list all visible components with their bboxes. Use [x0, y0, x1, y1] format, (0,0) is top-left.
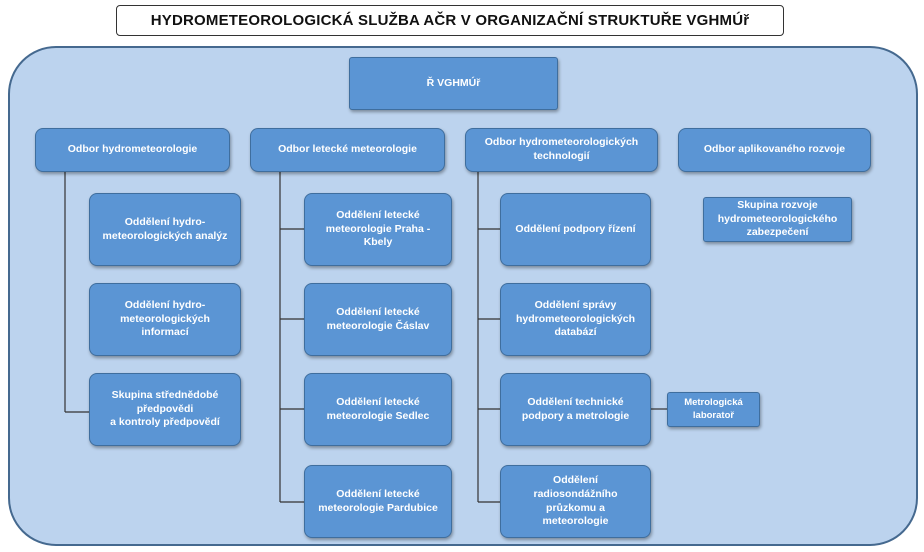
- diagram-title: HYDROMETEOROLOGICKÁ SLUŽBA AČR V ORGANIZ…: [116, 5, 784, 36]
- unit-technical-support-metrology: Oddělení technické podpory a metrologie: [500, 373, 651, 446]
- root-box: Ř VGHMÚř: [349, 57, 558, 110]
- unit-hydromet-databases: Oddělení správy hydrometeorologických da…: [500, 283, 651, 356]
- unit-management-support: Oddělení podpory řízení: [500, 193, 651, 266]
- unit-hydromet-information: Oddělení hydro- meteorologických informa…: [89, 283, 241, 356]
- unit-hydromet-analyses: Oddělení hydro- meteorologických analýz: [89, 193, 241, 266]
- unit-hydromet-support-development: Skupina rozvoje hydrometeorologického za…: [703, 197, 852, 242]
- unit-aviation-pardubice: Oddělení letecké meteorologie Pardubice: [304, 465, 452, 538]
- unit-medium-range-forecast: Skupina střednědobé předpovědi a kontrol…: [89, 373, 241, 446]
- dept-hydromet-technologies: Odbor hydrometeorologických technologií: [465, 128, 658, 172]
- unit-aviation-sedlec: Oddělení letecké meteorologie Sedlec: [304, 373, 452, 446]
- dept-applied-development: Odbor aplikovaného rozvoje: [678, 128, 871, 172]
- dept-hydrometeorology: Odbor hydrometeorologie: [35, 128, 230, 172]
- unit-aviation-caslav: Oddělení letecké meteorologie Čáslav: [304, 283, 452, 356]
- unit-aviation-praha-kbely: Oddělení letecké meteorologie Praha - Kb…: [304, 193, 452, 266]
- dept-aviation-meteorology: Odbor letecké meteorologie: [250, 128, 445, 172]
- unit-radiosonde-survey: Oddělení radiosondážního průzkomu a mete…: [500, 465, 651, 538]
- unit-metrology-lab: Metrologická laboratoř: [667, 392, 760, 427]
